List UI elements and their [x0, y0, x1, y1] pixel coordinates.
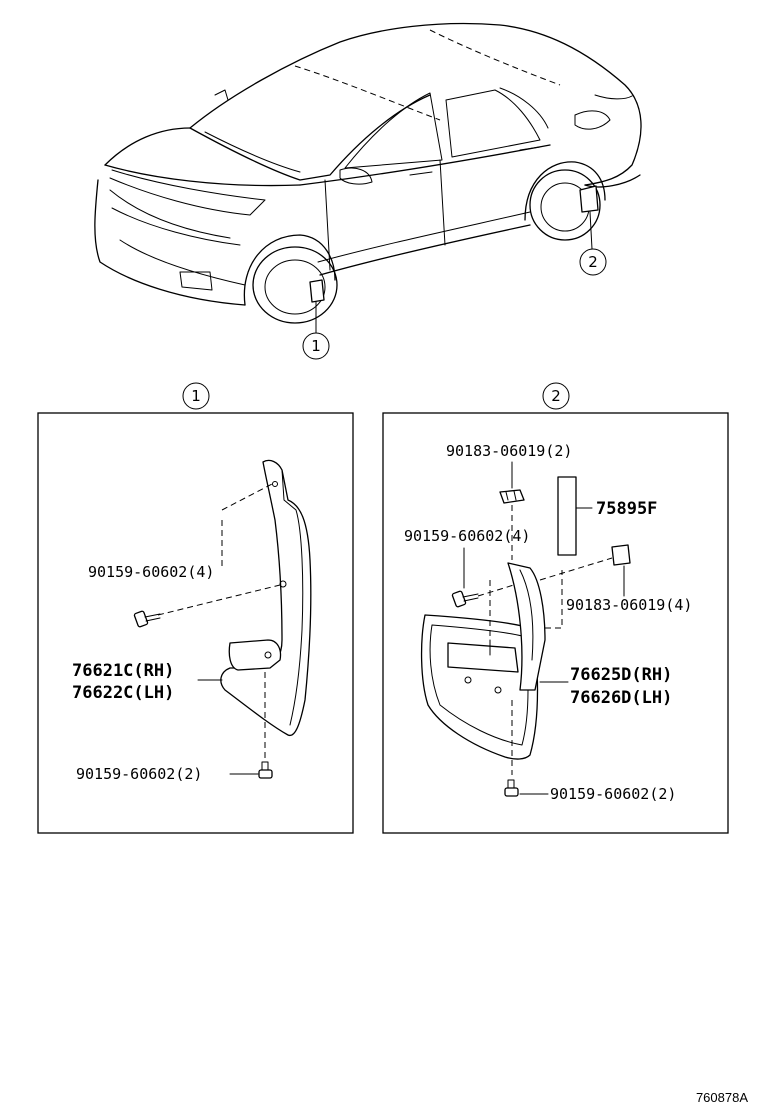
front-mudflap-on-car	[309, 279, 325, 303]
label-front-bolt-upper: 90159-60602(4)	[88, 563, 214, 581]
label-front-flap-rh: 76621C(RH)	[72, 661, 174, 681]
label-rear-tape: 75895F	[596, 499, 657, 519]
svg-text:2: 2	[588, 253, 598, 271]
panel-rear-frame	[382, 412, 729, 834]
label-rear-bolt-upper: 90159-60602(4)	[404, 527, 530, 545]
label-rear-nut-top: 90183-06019(2)	[446, 442, 572, 460]
svg-text:1: 1	[191, 387, 201, 405]
diagram-code: 760878A	[696, 1090, 748, 1105]
front-mudflap-drawing	[220, 459, 312, 737]
callout-front: 1	[302, 332, 330, 360]
svg-text:1: 1	[311, 337, 321, 355]
rear-mudflap-drawing	[420, 562, 546, 760]
panel-front: 1 90159-60602(4) 76621C(RH) 76622C(LH)	[37, 382, 354, 834]
label-rear-flap-lh: 76626D(LH)	[570, 688, 672, 708]
label-rear-flap-rh: 76625D(RH)	[570, 665, 672, 685]
label-front-flap-lh: 76622C(LH)	[72, 683, 174, 703]
panel-front-frame	[37, 412, 354, 834]
label-rear-nut-right: 90183-06019(4)	[566, 596, 692, 614]
panel-rear: 2 90183-06019(2) 75895F 90159-60602(4)	[382, 382, 729, 834]
callout-rear: 2	[579, 248, 607, 276]
bolt-rear-upper-icon	[451, 590, 479, 608]
bolt-rear-lower-icon	[504, 779, 519, 797]
panel-front-title: 1	[182, 382, 210, 410]
clip-nut-right-icon	[611, 544, 631, 566]
bolt-front-upper-icon	[133, 610, 161, 628]
label-front-bolt-lower: 90159-60602(2)	[76, 765, 202, 783]
rear-mudflap-on-car	[579, 185, 599, 213]
panel-rear-title: 2	[542, 382, 570, 410]
tape-strip-icon	[557, 476, 577, 556]
svg-text:2: 2	[551, 387, 561, 405]
bolt-front-lower-icon	[258, 761, 273, 779]
label-rear-bolt-lower: 90159-60602(2)	[550, 785, 676, 803]
clip-nut-top-icon	[499, 489, 525, 504]
car-illustration	[94, 22, 642, 324]
